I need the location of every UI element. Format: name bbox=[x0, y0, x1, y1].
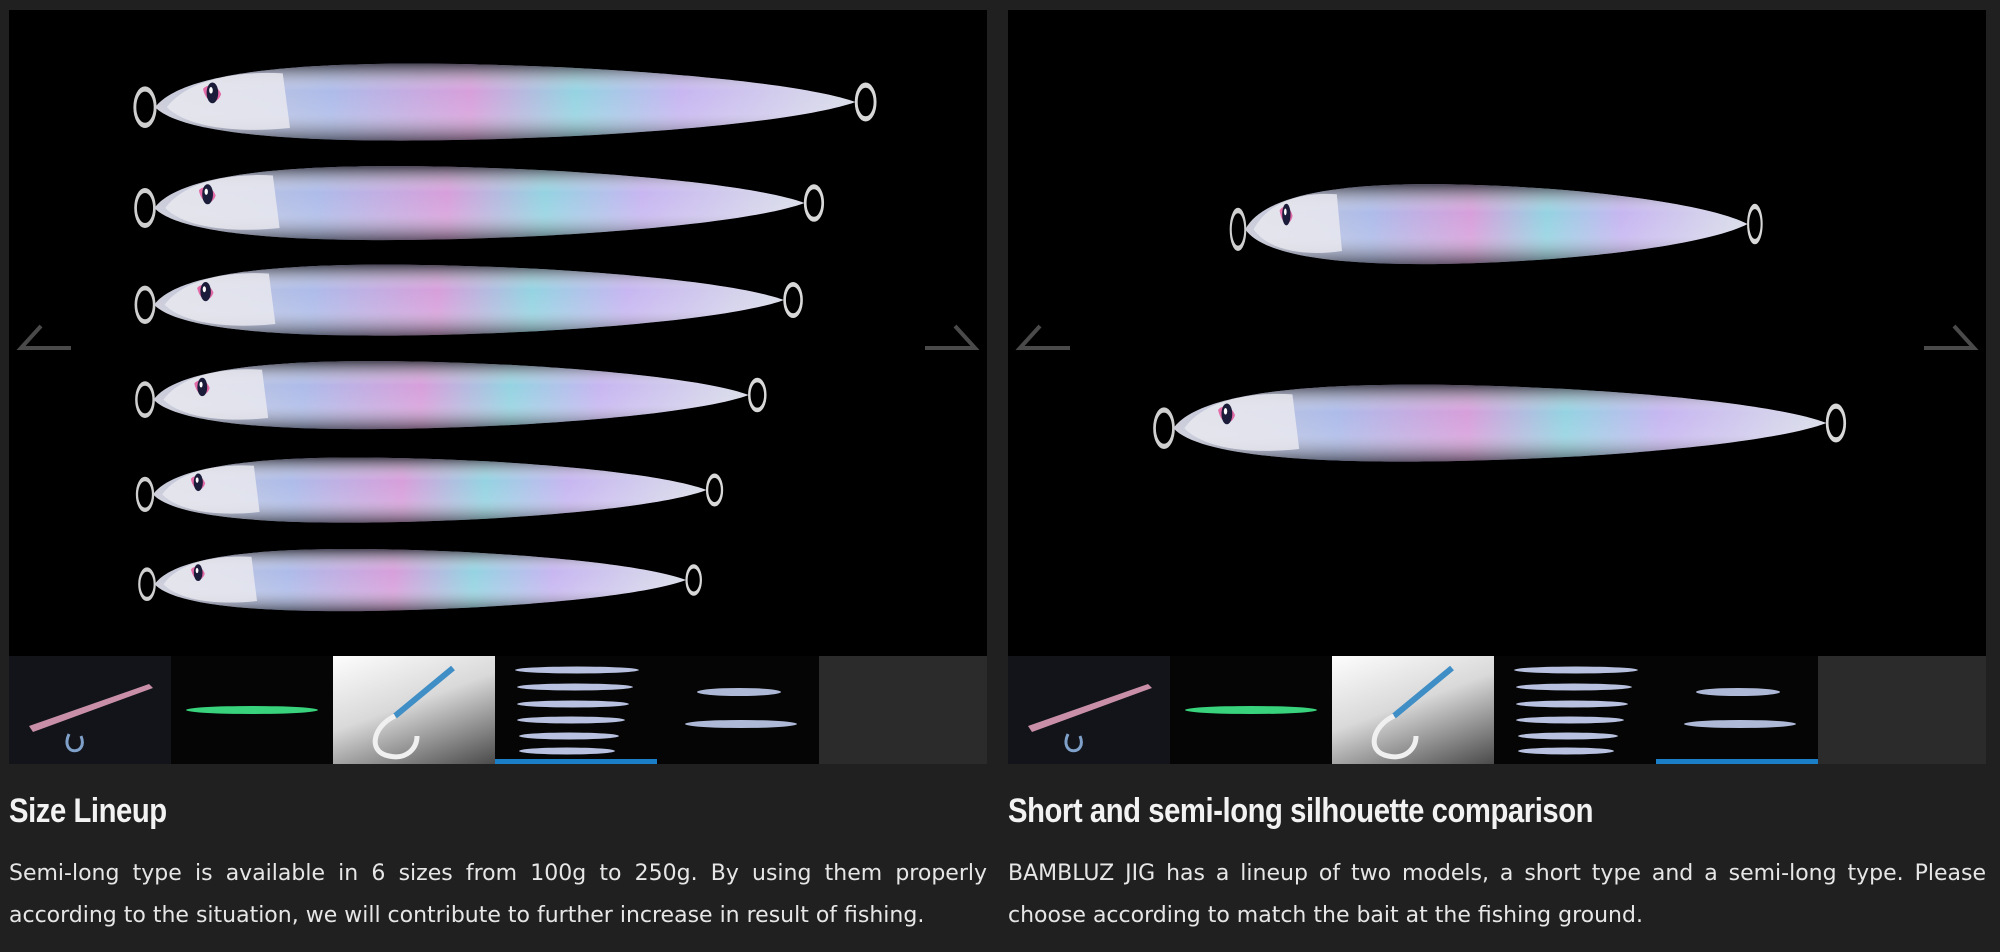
slide-description: Semi-long type is available in 6 sizes f… bbox=[9, 861, 987, 928]
slide-caption: Size Lineup Semi-long type is available … bbox=[9, 764, 987, 937]
assist-hook-thumbnail-image bbox=[372, 665, 455, 760]
active-thumbnail-indicator bbox=[1656, 759, 1818, 764]
main-image-size-lineup bbox=[9, 10, 987, 656]
slide-description: BAMBLUZ JIG has a lineup of two models, … bbox=[1008, 861, 1986, 928]
thumbnail-glow-lure[interactable] bbox=[1170, 656, 1332, 764]
thumbnail-glow-lure[interactable] bbox=[171, 656, 333, 764]
pink-lure-thumbnail-image bbox=[1028, 684, 1152, 753]
size-lineup-thumbnail-image bbox=[515, 666, 639, 755]
previous-slide-button[interactable] bbox=[15, 320, 75, 356]
glow-lure-thumbnail-image bbox=[1185, 706, 1317, 714]
slide-title: Size Lineup bbox=[9, 792, 167, 830]
next-slide-button[interactable] bbox=[921, 320, 981, 356]
pink-lure-thumbnail-image bbox=[29, 684, 153, 753]
slide-title: Short and semi-long silhouette compariso… bbox=[1008, 792, 1594, 830]
thumbnail-assist-hook[interactable] bbox=[333, 656, 495, 764]
assist-hook-thumbnail-image bbox=[1371, 665, 1454, 760]
lures-comparison-image bbox=[1008, 10, 1986, 656]
size-lineup-gallery: Size Lineup Semi-long type is available … bbox=[9, 10, 987, 937]
main-image-silhouette-comparison bbox=[1008, 10, 1986, 656]
model-comparison-thumbnail-image bbox=[1684, 688, 1796, 728]
thumbnail-assist-hook[interactable] bbox=[1332, 656, 1494, 764]
active-thumbnail-indicator bbox=[495, 759, 657, 764]
model-comparison-thumbnail-image bbox=[685, 688, 797, 728]
chevron-left-icon bbox=[16, 324, 71, 350]
thumbnail-pink-lure[interactable] bbox=[9, 656, 171, 764]
slide-caption: Short and semi-long silhouette compariso… bbox=[1008, 764, 1986, 937]
thumbnail-model-comparison[interactable] bbox=[657, 656, 819, 764]
lures-lineup-image bbox=[9, 10, 987, 656]
glow-lure-thumbnail-image bbox=[186, 706, 318, 714]
thumbnail-strip bbox=[9, 656, 987, 764]
thumbnail-size-lineup[interactable] bbox=[1494, 656, 1656, 764]
chevron-right-icon bbox=[1924, 324, 1979, 350]
previous-slide-button[interactable] bbox=[1014, 320, 1074, 356]
thumbnail-model-comparison[interactable] bbox=[1656, 656, 1818, 764]
next-slide-button[interactable] bbox=[1920, 320, 1980, 356]
thumbnail-pink-lure[interactable] bbox=[1008, 656, 1170, 764]
chevron-right-icon bbox=[925, 324, 980, 350]
chevron-left-icon bbox=[1015, 324, 1070, 350]
thumbnail-size-lineup[interactable] bbox=[495, 656, 657, 764]
size-lineup-thumbnail-image bbox=[1514, 666, 1638, 755]
silhouette-comparison-gallery: Short and semi-long silhouette compariso… bbox=[1008, 10, 1986, 937]
thumbnail-strip bbox=[1008, 656, 1986, 764]
